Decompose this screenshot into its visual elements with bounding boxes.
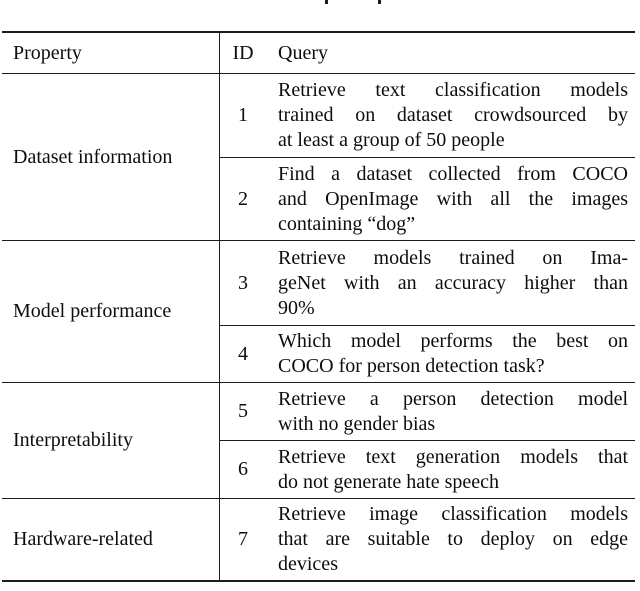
header-right-part: ID Query	[220, 33, 635, 73]
query-line: Retrieve text generation models that	[278, 445, 628, 468]
property-cell: Interpretability	[2, 383, 220, 498]
query-line: Find a dataset collected from COCO	[278, 162, 628, 185]
queries-table: Property ID Query Dataset information 1	[2, 31, 635, 582]
query-line: and OpenImage with all the images	[278, 187, 628, 210]
query-line: Retrieve models trained on Ima-	[278, 246, 628, 269]
header-cell-property: Property	[2, 33, 220, 73]
property-label: Interpretability	[13, 429, 133, 451]
query-line: devices	[278, 553, 338, 575]
query-line: Retrieve a person detection model	[278, 387, 628, 410]
query-line: geNet with an accuracy higher than	[278, 271, 628, 294]
table-group-dataset-information: Dataset information 1 Retrieve text clas…	[2, 74, 635, 240]
caption-descender-fragment	[378, 0, 381, 4]
id-cell: 5	[220, 383, 266, 440]
property-cell: Dataset information	[2, 74, 220, 240]
query-line: Which model performs the best on	[278, 330, 628, 352]
query-cell: Retrieve models trained on Ima-geNet wit…	[266, 241, 635, 325]
caption-descender-fragment	[325, 0, 328, 4]
table-header-row: Property ID Query	[2, 33, 635, 74]
id-cell: 1	[220, 74, 266, 157]
query-line: with no gender bias	[278, 412, 436, 435]
id-cell: 6	[220, 441, 266, 498]
id-cell: 2	[220, 158, 266, 240]
group-rows: 7 Retrieve image classification models th…	[220, 499, 635, 580]
query-line: Retrieve image classification models	[278, 503, 628, 525]
table-group-interpretability: Interpretability 5 Retrieve a person det…	[2, 382, 635, 498]
table-group-hardware-related: Hardware-related 7 Retrieve image classi…	[2, 498, 635, 580]
property-label: Model performance	[13, 300, 172, 322]
query-id: 6	[238, 458, 248, 480]
query-cell: Which model performs the best on COCO for…	[266, 326, 635, 382]
query-id: 5	[238, 400, 248, 422]
table-row: 7 Retrieve image classification models th…	[220, 499, 635, 580]
id-cell: 7	[220, 499, 266, 580]
table-group-model-performance: Model performance 3 Retrieve models trai…	[2, 240, 635, 382]
query-id: 2	[238, 187, 248, 210]
query-cell: Retrieve image classification models that…	[266, 499, 635, 580]
query-line: at least a group of 50 people	[278, 129, 505, 151]
property-label: Hardware-related	[13, 528, 153, 550]
table-row: 1 Retrieve text classification models tra…	[220, 74, 635, 157]
table-row: 4 Which model performs the best on COCO f…	[220, 325, 635, 382]
query-line: trained on dataset crowdsourced by	[278, 104, 628, 126]
query-line: containing “dog”	[278, 212, 416, 235]
property-label: Dataset information	[13, 145, 173, 168]
id-cell: 3	[220, 241, 266, 325]
query-line: 90%	[278, 296, 315, 319]
query-line: do not generate hate speech	[278, 470, 500, 493]
header-cell-id: ID	[220, 33, 266, 73]
query-line: COCO for person detection task?	[278, 355, 545, 377]
column-header-query: Query	[278, 41, 328, 64]
property-cell: Model performance	[2, 241, 220, 382]
property-cell: Hardware-related	[2, 499, 220, 580]
column-header-property: Property	[13, 41, 82, 64]
query-cell: Retrieve text classification models train…	[266, 74, 635, 157]
query-id: 3	[238, 271, 248, 294]
id-cell: 4	[220, 326, 266, 382]
table-row: 3 Retrieve models trained on Ima-geNet w…	[220, 241, 635, 325]
query-line: Retrieve text classification models	[278, 79, 628, 101]
query-id: 4	[238, 342, 248, 365]
query-id: 7	[238, 528, 248, 550]
query-line: that are suitable to deploy on edge	[278, 528, 628, 550]
group-rows: 1 Retrieve text classification models tra…	[220, 74, 635, 240]
group-rows: 3 Retrieve models trained on Ima-geNet w…	[220, 241, 635, 382]
query-id: 1	[238, 104, 248, 126]
header-cell-query: Query	[266, 33, 635, 73]
column-header-id: ID	[232, 41, 254, 64]
